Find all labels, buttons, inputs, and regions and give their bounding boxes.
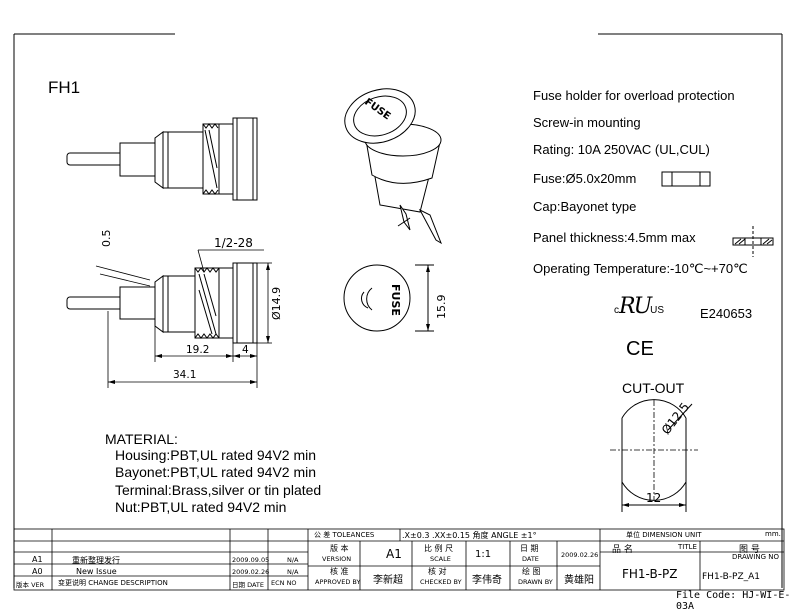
dim-thread: 1/2-28 [214,236,253,250]
drawing-no-en: DRAWING NO [732,553,779,561]
unit-label: 单位 DIMENSION UNIT [626,531,702,539]
part-code: FH1 [48,78,81,97]
dim-cap-height: 15.9 [435,295,448,320]
unit-value: mm. [765,530,781,538]
date-en: DATE [522,555,539,563]
rev-desc-label: 变更说明 CHANGE DESCRIPTION [58,579,168,587]
revision-desc: New Issue [76,567,117,576]
drawing-no-cn: 图 号 [739,545,760,555]
scale-cn: 比 例 尺 [424,544,454,553]
dim-diameter: Ø14.9 [270,287,283,320]
checked-name: 李伟奇 [472,575,502,586]
date-cn: 日 期 [520,544,539,553]
ul-c-text: c [614,305,619,316]
cap-text-top: FUSE [389,284,402,316]
drawing-no-value: FH1-B-PZ_A1 [702,572,760,582]
revision-desc: 重新整理发行 [72,556,120,565]
dim-length-b: 4 [242,344,249,356]
revision-ver: A1 [32,555,43,564]
material-housing: Housing:PBT,UL rated 94V2 min [115,447,317,463]
revision-date: 2009.02.26 [232,568,270,576]
dim-cutout-width: 12 [646,491,661,505]
version-en: VERSION [322,555,352,563]
rev-ecn-label: ECN NO [271,579,297,587]
spec-fuse: Fuse:Ø5.0x20mm [533,171,637,186]
cutout-arrows [622,503,686,507]
file-code: File Code: HJ-WI-E-03A [676,590,791,612]
title-value: FH1-B-PZ [622,567,678,581]
revision-ecn: N/A [287,568,299,576]
ul-file-number: E240653 [700,306,753,321]
ul-ru-mark: RU [619,294,652,319]
checked-cn: 核 对 [428,567,447,576]
frame-lines [13,33,783,588]
revision-date: 2009.09.05 [232,556,270,564]
version-cn: 版 本 [330,544,349,553]
spec-mounting: Screw-in mounting [533,115,641,130]
version-value: A1 [386,547,402,561]
rev-ver-label: 版本 VER [16,581,45,589]
drawn-en: DRAWN BY [518,578,553,586]
ul-us-text: US [650,305,665,316]
revision-ver: A0 [32,567,43,576]
material-nut: Nut:PBT,UL rated 94V2 min [115,499,287,515]
scale-value: 1:1 [475,549,492,560]
spec-rating: Rating: 10A 250VAC (UL,CUL) [533,142,710,157]
spec-description: Fuse holder for overload protection [533,88,735,103]
cap-top-view [343,264,434,332]
drawn-cn: 绘 图 [522,567,541,576]
approved-name: 李新超 [373,575,403,586]
dim-cutout-diameter: Ø12.5 [659,400,692,437]
spec-panel-thickness: Panel thickness:4.5mm max [533,230,696,245]
cutout-label: CUT-OUT [622,380,685,396]
date-value: 2009.02.26 [561,551,599,559]
dimension-arrows [108,263,270,384]
title-cn: 品 名 [612,545,633,555]
material-terminal: Terminal:Brass,silver or tin plated [115,482,322,498]
title-block: 公 差 TOLEANCES .X±0.3 .XX±0.15 角度 ANGLE ±… [14,529,784,590]
dim-length-a: 19.2 [186,344,209,356]
spec-operating-temperature: Operating Temperature:-10℃~+70℃ [533,261,748,276]
material-bayonet: Bayonet:PBT,UL rated 94V2 min [115,464,317,480]
panel-thickness-icon [732,226,774,257]
ul-recognized-icon: cRUUS [614,294,664,319]
side-view-top [66,117,258,201]
cap-dimension-arrows [426,265,430,331]
drawn-name: 黄雄阳 [564,575,594,586]
approved-cn: 核 准 [330,567,349,576]
tolerances-label: 公 差 TOLEANCES [314,531,375,539]
cutout-centerlines [610,400,698,500]
revision-ecn: N/A [287,556,299,564]
dim-offset: 0.5 [100,230,113,248]
checked-en: CHECKED BY [420,578,462,586]
fuse-icon [661,171,711,187]
title-en: TITLE [678,543,697,551]
perspective-view [344,88,443,245]
approved-en: APPROVED BY [315,578,361,586]
dim-length-total: 34.1 [173,369,196,381]
tolerances-value: .X±0.3 .XX±0.15 角度 ANGLE ±1° [402,531,537,540]
rev-date-label: 日期 DATE [232,581,264,589]
side-view-dimensioned [66,262,258,344]
material-heading: MATERIAL: [105,431,178,447]
scale-en: SCALE [430,555,451,563]
dimension-lines [95,249,272,388]
spec-cap: Cap:Bayonet type [533,199,637,214]
title-block-grid [13,528,785,591]
ce-mark-icon: CE [626,338,654,360]
